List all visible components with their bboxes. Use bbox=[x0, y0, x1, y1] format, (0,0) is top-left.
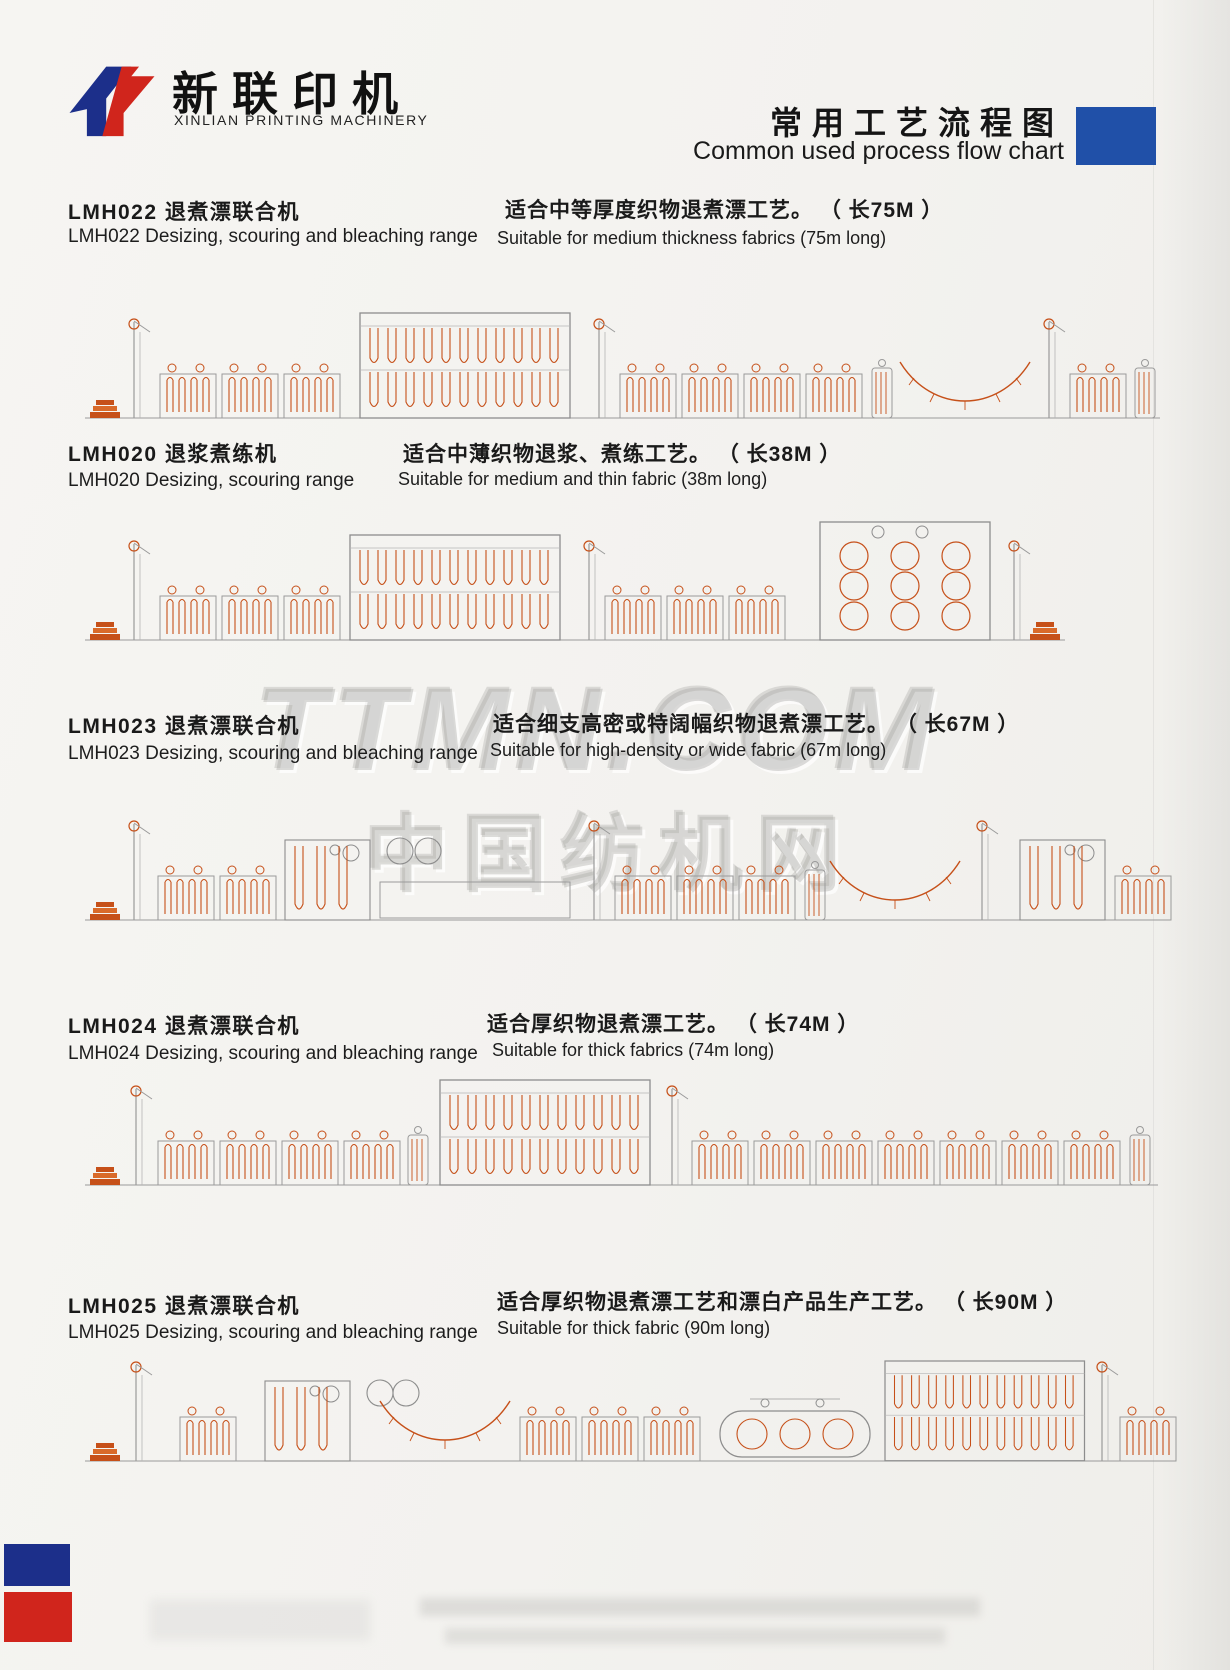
section-lmh022-title-en: LMH022 Desizing, scouring and bleaching … bbox=[68, 226, 478, 247]
process-diagram-lmh020 bbox=[85, 521, 1065, 641]
section-lmh024-desc-en: Suitable for thick fabrics (74m long) bbox=[492, 1040, 775, 1060]
bleedthrough-smudge bbox=[445, 1628, 945, 1644]
section-lmh024-title-en: LMH024 Desizing, scouring and bleaching … bbox=[68, 1043, 478, 1064]
section-lmh023-title-en: LMH023 Desizing, scouring and bleaching … bbox=[68, 743, 478, 764]
accent-block bbox=[1076, 107, 1156, 165]
section-lmh025-title-cn: LMH025 退煮漂联合机 bbox=[68, 1295, 300, 1318]
process-diagram-lmh023 bbox=[85, 820, 1172, 921]
section-lmh022-desc-cn: 适合中等厚度织物退煮漂工艺。 （ 长75M ） bbox=[505, 199, 944, 222]
section-lmh020-desc-cn: 适合中薄织物退浆、煮练工艺。 （ 长38M ） bbox=[403, 443, 842, 466]
process-diagram-lmh024 bbox=[85, 1079, 1158, 1186]
logo-mark bbox=[69, 66, 155, 137]
section-lmh025-desc-en: Suitable for thick fabric (90m long) bbox=[497, 1318, 771, 1338]
process-diagram-lmh022 bbox=[85, 312, 1160, 419]
page-title-cn: 常用工艺流程图 bbox=[769, 104, 1064, 142]
section-lmh020-title-en: LMH020 Desizing, scouring range bbox=[68, 470, 355, 491]
section-lmh025-title-en: LMH025 Desizing, scouring and bleaching … bbox=[68, 1322, 478, 1343]
footer-blue-bar bbox=[4, 1544, 70, 1586]
page-edge-line bbox=[1153, 0, 1154, 1670]
section-lmh020-title-cn: LMH020 退浆煮练机 bbox=[68, 443, 278, 466]
section-lmh025-desc-cn: 适合厚织物退煮漂工艺和漂白产品生产工艺。 （ 长90M ） bbox=[497, 1291, 1068, 1314]
footer-red-bar bbox=[4, 1592, 72, 1642]
page-title-en: Common used process flow chart bbox=[693, 137, 1064, 165]
watermark-ttmn: TTMN.COM bbox=[255, 664, 939, 796]
section-lmh022-title-cn: LMH022 退煮漂联合机 bbox=[68, 201, 300, 224]
section-lmh024-title-cn: LMH024 退煮漂联合机 bbox=[68, 1015, 300, 1038]
watermark-cn: 中国纺机网 bbox=[365, 808, 856, 902]
process-diagram-lmh025 bbox=[85, 1360, 1177, 1462]
section-lmh023-desc-en: Suitable for high-density or wide fabric… bbox=[490, 740, 887, 760]
section-lmh024-desc-cn: 适合厚织物退煮漂工艺。 （ 长74M ） bbox=[487, 1013, 860, 1036]
section-lmh020-desc-en: Suitable for medium and thin fabric (38m… bbox=[398, 469, 768, 489]
logo-text-cn: 新联印机 bbox=[172, 68, 412, 120]
section-lmh023-desc-cn: 适合细支高密或特阔幅织物退煮漂工艺。 （ 长67M ） bbox=[493, 713, 1020, 736]
bleedthrough-smudge bbox=[150, 1600, 370, 1640]
bleedthrough-smudge bbox=[420, 1598, 980, 1616]
section-lmh023-title-cn: LMH023 退煮漂联合机 bbox=[68, 715, 300, 738]
logo-text-en: XINLIAN PRINTING MACHINERY bbox=[174, 112, 429, 128]
section-lmh022-desc-en: Suitable for medium thickness fabrics (7… bbox=[497, 228, 887, 248]
